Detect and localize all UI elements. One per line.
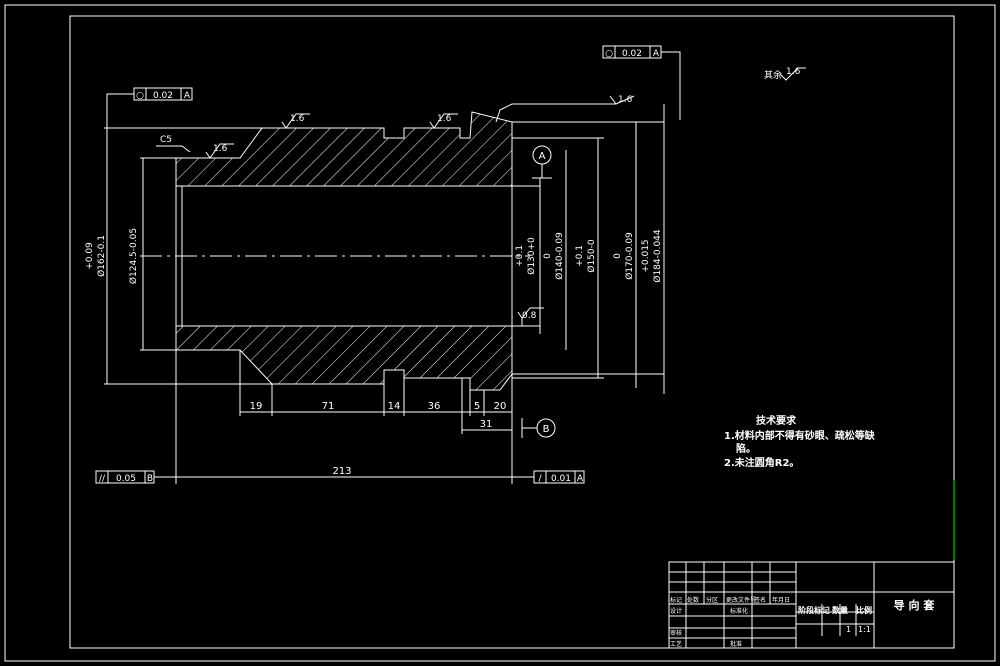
svg-text:/: / [538, 474, 542, 484]
roughness-bore: 0.8 [517, 307, 544, 326]
dim-h3: 14 [388, 401, 401, 412]
dim-d1: +0.09 Ø162-0.1 [85, 235, 107, 277]
svg-text:Ø150-0: Ø150-0 [586, 239, 597, 273]
part-name: 导 向 套 [894, 598, 936, 612]
svg-text:1.6: 1.6 [786, 67, 801, 77]
svg-text:1:1: 1:1 [858, 625, 871, 634]
dim-d2: Ø124.5-0.05 [128, 228, 139, 284]
svg-text:年月日: 年月日 [772, 596, 790, 604]
svg-text:Ø162-0.1: Ø162-0.1 [96, 235, 107, 277]
svg-text:设计: 设计 [670, 607, 682, 615]
svg-text:标记: 标记 [670, 596, 682, 604]
svg-text:其余: 其余 [764, 69, 782, 81]
dim-total: 213 [332, 466, 351, 477]
svg-text:A: A [539, 151, 546, 162]
svg-text:A: A [577, 474, 584, 484]
dim-d4: 0 Ø140-0.09 [543, 232, 565, 280]
roughness-r2: 1.6 [429, 113, 458, 129]
datum-b: B [521, 418, 556, 438]
chamfer-callout: C5 [156, 135, 191, 153]
svg-text:更改文件号: 更改文件号 [726, 596, 756, 604]
dim-h5: 5 [474, 401, 480, 412]
roughness-r1: 1.6 [281, 113, 310, 129]
svg-text:标准化: 标准化 [730, 607, 748, 615]
fcf-left: ○ 0.02 A [106, 87, 193, 128]
svg-text:Ø184-0.044: Ø184-0.044 [652, 229, 663, 283]
svg-text:0.02: 0.02 [622, 49, 642, 59]
svg-text:A: A [184, 91, 191, 101]
svg-text:审核: 审核 [670, 629, 682, 637]
dim-h2: 71 [322, 401, 335, 412]
svg-text:C5: C5 [160, 135, 172, 145]
datum-a: A [532, 145, 552, 179]
svg-text:阶段标记: 阶段标记 [798, 605, 830, 615]
svg-text:1.6: 1.6 [290, 114, 305, 124]
title-block: 标记 处数 分区 更改文件号 签名 年月日 设计 标准化 审核 工艺 批准 阶段… [668, 561, 955, 649]
svg-text:处数: 处数 [687, 596, 699, 604]
svg-text:数量: 数量 [832, 605, 848, 615]
fcf-top: ○ 0.02 A [602, 45, 681, 120]
svg-text:1.材料内部不得有砂眼、疏松等缺: 1.材料内部不得有砂眼、疏松等缺 [724, 429, 876, 442]
svg-text:陷。: 陷。 [736, 442, 756, 455]
svg-text:○: ○ [605, 49, 613, 59]
roughness-corner: 其余 1.6 [764, 67, 806, 81]
dim-h1: 19 [250, 401, 263, 412]
svg-text:+0.015: +0.015 [641, 239, 651, 272]
svg-text:比例: 比例 [856, 605, 872, 615]
svg-text://: // [99, 474, 106, 484]
svg-text:Ø170-0.09: Ø170-0.09 [624, 232, 635, 280]
dim-h6: 20 [494, 401, 507, 412]
svg-text:+0.1: +0.1 [515, 245, 525, 267]
roughness-r3: 1.6 [205, 143, 234, 159]
dim-d3: +0.1 Ø130+0 [515, 237, 537, 275]
dim-d5: +0.1 Ø150-0 [575, 239, 597, 273]
svg-text:批准: 批准 [730, 640, 742, 648]
roughness-r4: 1.6 [495, 95, 635, 123]
svg-text:1.6: 1.6 [618, 95, 633, 105]
section-top-wall [175, 111, 513, 187]
svg-text:0.01: 0.01 [551, 474, 571, 484]
dim-h4: 36 [428, 401, 441, 412]
svg-text:0.05: 0.05 [116, 474, 136, 484]
svg-text:1: 1 [846, 625, 851, 634]
tech-requirements: 技术要求 1.材料内部不得有砂眼、疏松等缺 陷。 2.未注圆角R2。 [724, 414, 876, 469]
fcf-bottom-right: / 0.01 A [512, 470, 585, 484]
svg-text:2.未注圆角R2。: 2.未注圆角R2。 [724, 456, 799, 469]
svg-text:B: B [147, 474, 153, 484]
outer-border [4, 4, 996, 662]
svg-text:+0.1: +0.1 [575, 245, 585, 267]
svg-text:分区: 分区 [706, 596, 718, 604]
fcf-bottom-left: // 0.05 B [95, 470, 176, 484]
svg-text:A: A [653, 49, 660, 59]
svg-text:技术要求: 技术要求 [756, 414, 797, 427]
dim-d7: +0.015 Ø184-0.044 [641, 229, 663, 283]
svg-text:Ø130+0: Ø130+0 [526, 237, 537, 275]
svg-text:Ø140-0.09: Ø140-0.09 [554, 232, 565, 280]
svg-text:工艺: 工艺 [670, 640, 682, 648]
svg-text:0.8: 0.8 [522, 311, 537, 321]
svg-text:1.6: 1.6 [437, 114, 452, 124]
svg-text:0: 0 [613, 253, 623, 259]
svg-text:B: B [543, 424, 550, 435]
dim-h7: 31 [480, 419, 493, 430]
svg-text:0: 0 [543, 253, 553, 259]
svg-text:0.02: 0.02 [153, 91, 173, 101]
inner-border [69, 15, 955, 649]
svg-text:○: ○ [136, 91, 144, 101]
svg-text:签名: 签名 [754, 596, 766, 604]
dim-d6: 0 Ø170-0.09 [613, 232, 635, 280]
svg-text:1.6: 1.6 [213, 144, 228, 154]
svg-text:+0.09: +0.09 [85, 242, 95, 270]
svg-text:Ø124.5-0.05: Ø124.5-0.05 [128, 228, 139, 284]
